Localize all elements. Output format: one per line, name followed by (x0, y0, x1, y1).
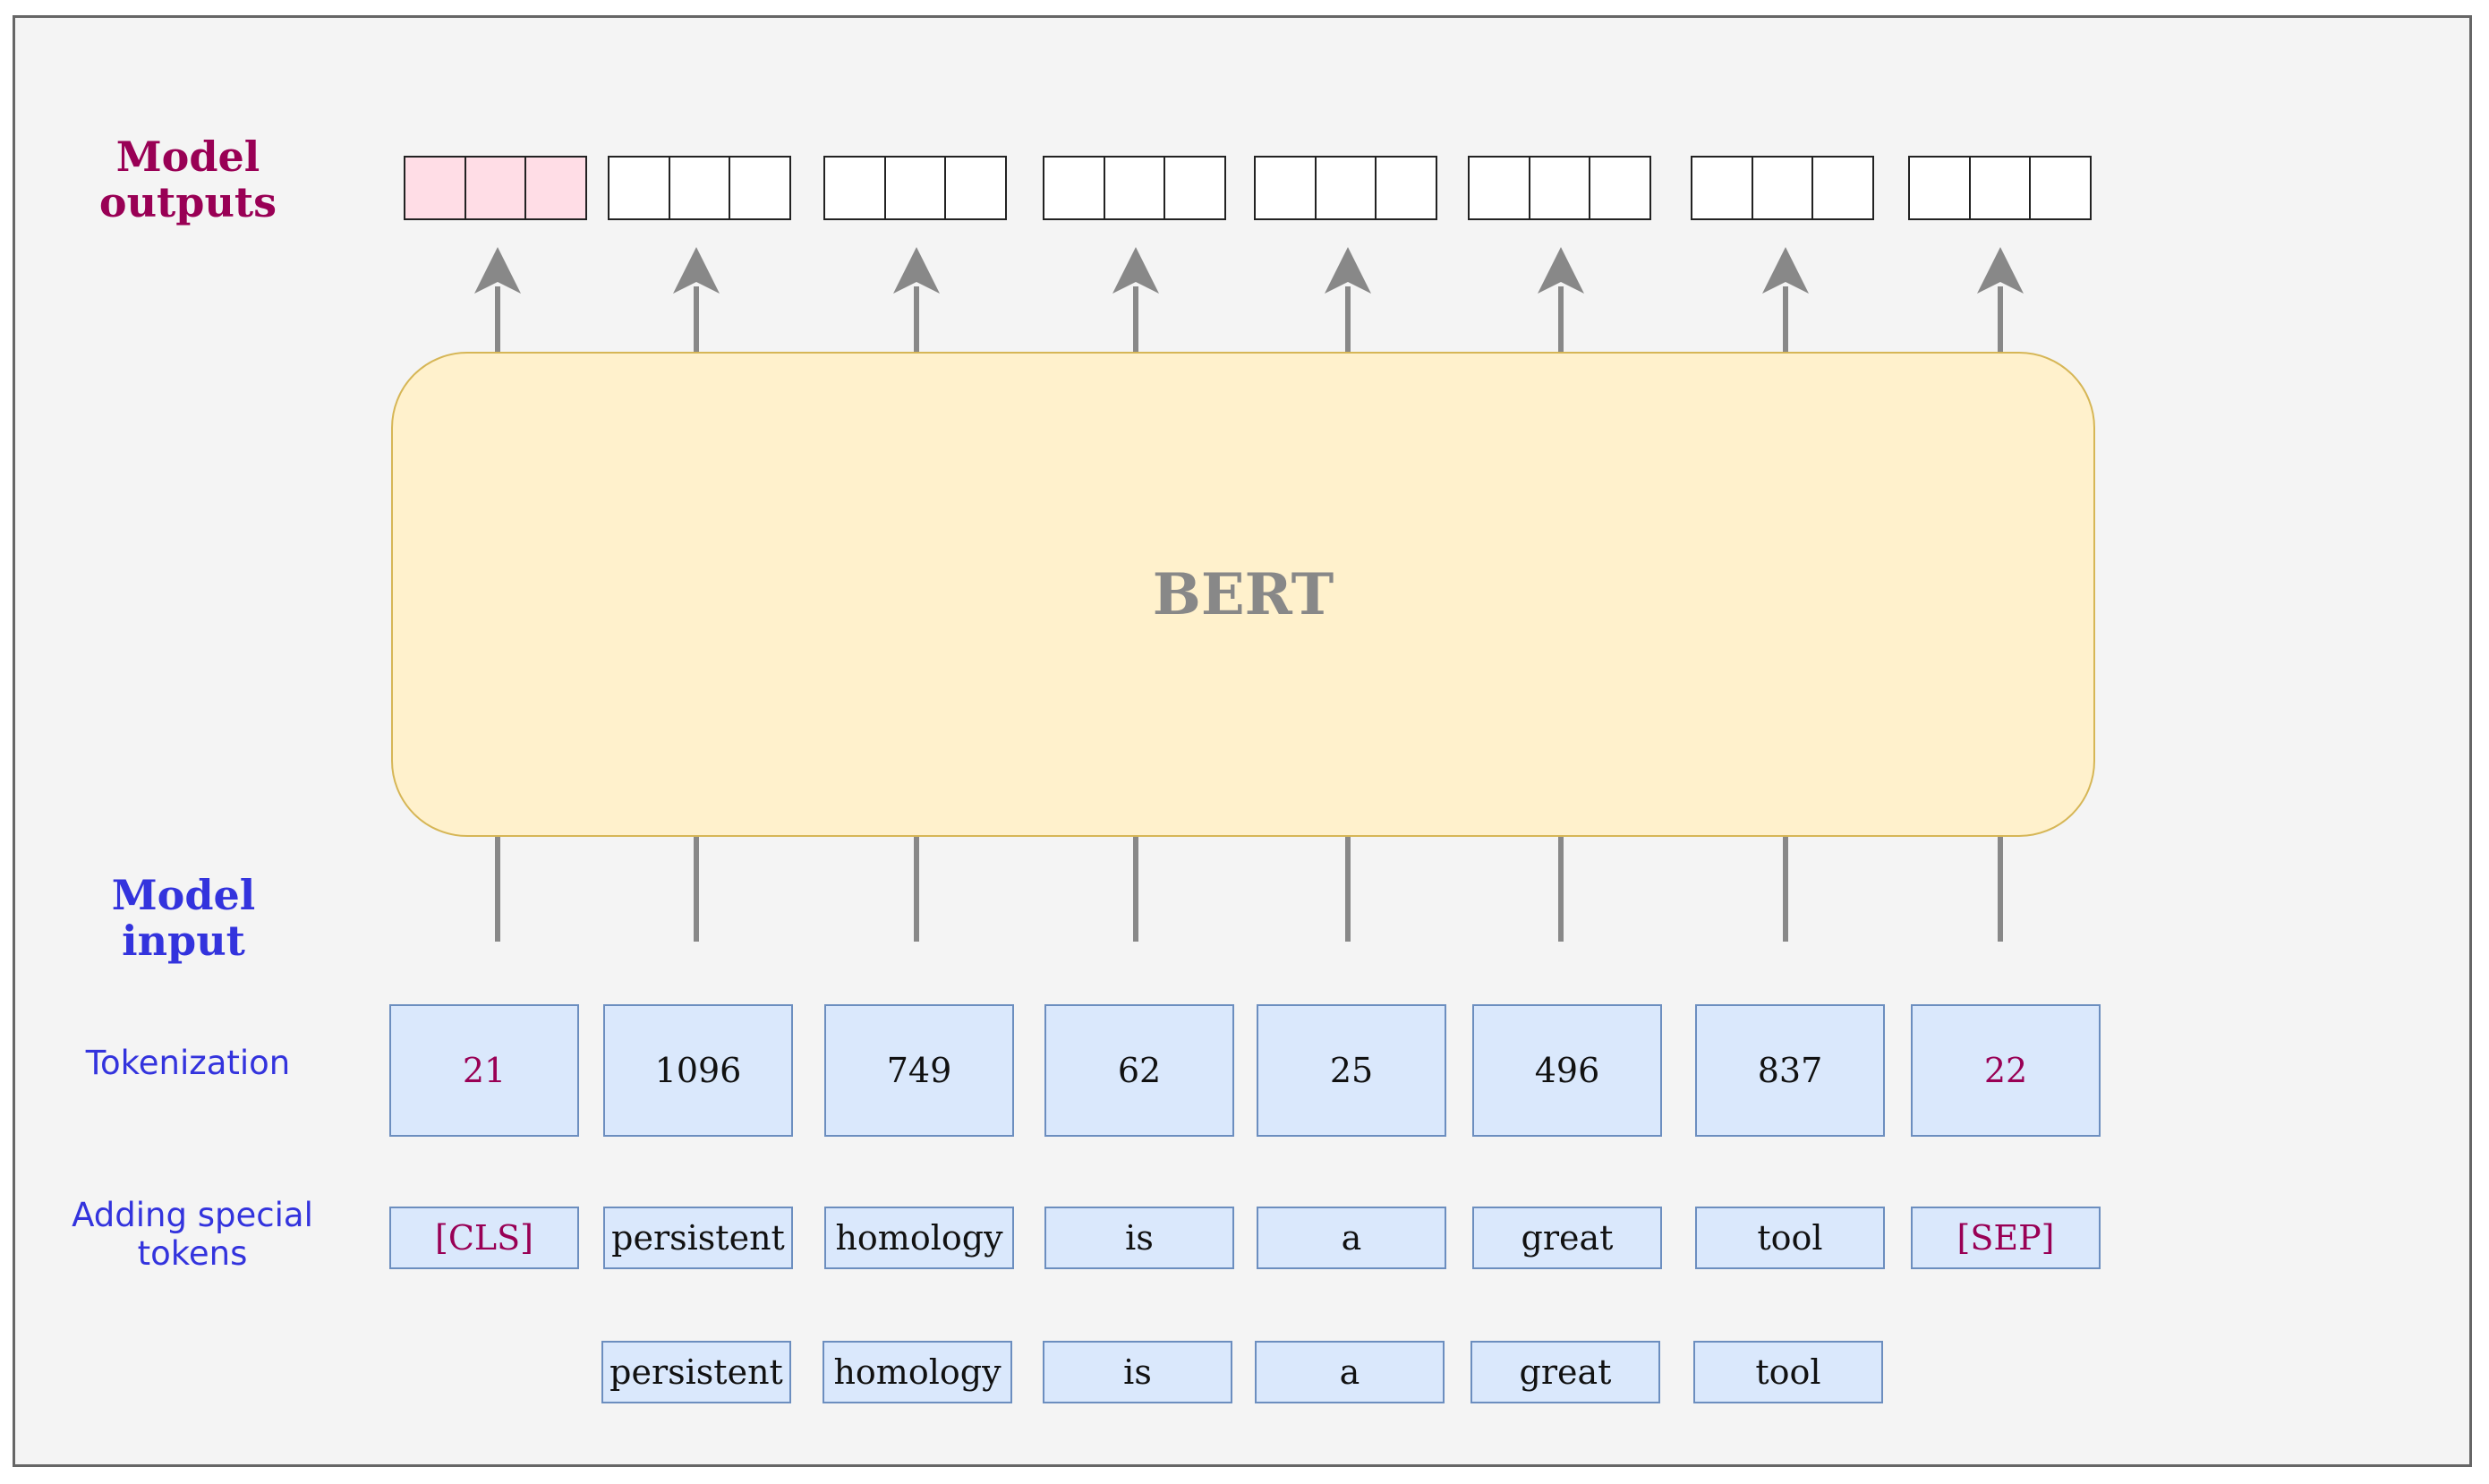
bert-label: BERT (1152, 560, 1334, 628)
output-cell (1752, 158, 1814, 218)
special-token-box: a (1257, 1207, 1446, 1269)
output-vector-sep (1908, 156, 2092, 220)
word-box: tool (1693, 1341, 1883, 1403)
output-cell (1813, 158, 1873, 218)
token-id-box: 749 (824, 1004, 1014, 1137)
special-token-box-sep: [SEP] (1911, 1207, 2101, 1269)
output-vector (1468, 156, 1651, 220)
tokenization-label: Tokenization (85, 1044, 291, 1082)
output-cell (1044, 158, 1105, 218)
output-cell (465, 158, 527, 218)
output-vector (1254, 156, 1437, 220)
token-id-box: 496 (1472, 1004, 1662, 1137)
special-token-box: tool (1695, 1207, 1885, 1269)
token-id-box-cls: 21 (389, 1004, 579, 1137)
output-cell (609, 158, 670, 218)
output-cell (526, 158, 586, 218)
output-cell (1692, 158, 1753, 218)
output-vector (823, 156, 1007, 220)
adding-special-tokens-label: Adding special tokens (72, 1196, 313, 1273)
output-cell (1970, 158, 2032, 218)
word-box: is (1043, 1341, 1232, 1403)
special-token-box-cls: [CLS] (389, 1207, 579, 1269)
output-cell (885, 158, 947, 218)
word-box: a (1255, 1341, 1445, 1403)
special-token-box: homology (824, 1207, 1014, 1269)
bert-model-block: BERT (391, 352, 2095, 837)
model-input-label: Model input (111, 871, 256, 965)
output-cell (1470, 158, 1530, 218)
output-cell (825, 158, 886, 218)
token-id-box: 837 (1695, 1004, 1885, 1137)
output-vector (1043, 156, 1226, 220)
special-token-box: is (1044, 1207, 1234, 1269)
token-id-box: 25 (1257, 1004, 1446, 1137)
token-id-box: 62 (1044, 1004, 1234, 1137)
output-vector-cls (404, 156, 587, 220)
model-outputs-label: Model outputs (98, 132, 277, 226)
token-id-box: 1096 (603, 1004, 793, 1137)
token-id-box-sep: 22 (1911, 1004, 2101, 1137)
special-token-box: great (1472, 1207, 1662, 1269)
output-cell (669, 158, 731, 218)
output-cell (405, 158, 466, 218)
word-box: persistent (601, 1341, 791, 1403)
output-cell (1910, 158, 1971, 218)
output-cell (1316, 158, 1377, 218)
word-box: great (1470, 1341, 1660, 1403)
word-box: homology (823, 1341, 1012, 1403)
output-cell (2031, 158, 2091, 218)
output-cell (1377, 158, 1436, 218)
output-cell (1590, 158, 1650, 218)
output-cell (730, 158, 790, 218)
special-token-box: persistent (603, 1207, 793, 1269)
output-vector (608, 156, 791, 220)
output-cell (1165, 158, 1225, 218)
output-vector (1691, 156, 1874, 220)
output-cell (1104, 158, 1166, 218)
output-cell (1530, 158, 1591, 218)
output-cell (946, 158, 1006, 218)
output-cell (1256, 158, 1317, 218)
